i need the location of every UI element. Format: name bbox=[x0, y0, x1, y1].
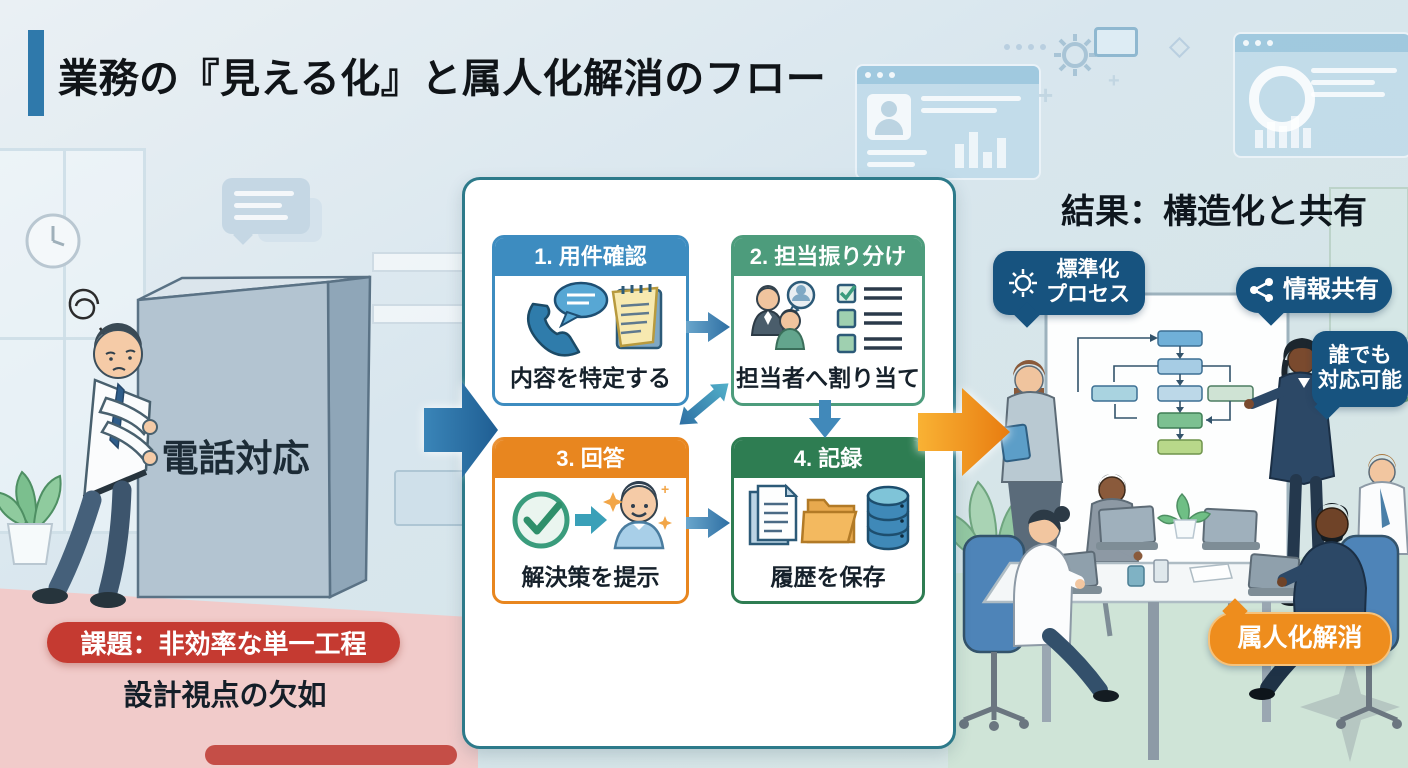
problem-badge-label: 課題：非効率な単一工程 bbox=[80, 629, 367, 659]
rug-edge bbox=[205, 745, 457, 765]
donut-chart-decoration bbox=[1249, 66, 1315, 132]
bubble-standardize-line1: 標準化 bbox=[1056, 258, 1120, 282]
clock-icon bbox=[25, 213, 81, 269]
chat-bubble-decoration bbox=[222, 178, 310, 245]
bubble-anyone: 誰でも 対応可能 bbox=[1312, 331, 1408, 407]
window-decoration bbox=[1329, 187, 1408, 339]
bubble-standardize: 標準化 プロセス bbox=[993, 251, 1145, 315]
phone-icon bbox=[526, 302, 580, 357]
app-window-decoration bbox=[855, 64, 1041, 180]
arrow-step3-to-step4 bbox=[686, 508, 730, 538]
gear-icon bbox=[1009, 269, 1037, 297]
whiteboard-flowchart bbox=[1077, 330, 1254, 455]
watermark-star bbox=[1300, 652, 1400, 762]
step-2-header: 2. 担当振り分け bbox=[734, 238, 922, 276]
diamond-decoration bbox=[1168, 36, 1191, 59]
step-1-caption: 内容を特定する bbox=[510, 365, 671, 391]
checklist-icon bbox=[836, 283, 902, 353]
block-label: 電話対応 bbox=[161, 438, 310, 479]
arrow-step2-step3-bidirectional bbox=[679, 383, 729, 425]
page-title: 業務の『見える化』と属人化解消のフロー bbox=[58, 57, 827, 101]
database-icon bbox=[866, 485, 910, 551]
problem-note: 設計視点の欠如 bbox=[123, 680, 327, 712]
bubble-standardize-line2: プロセス bbox=[1046, 283, 1130, 306]
memo-icon bbox=[611, 283, 662, 349]
speech-bubble-icon bbox=[553, 281, 608, 328]
step-3-header: 3. 回答 bbox=[495, 440, 686, 478]
bubble-resolve: 属人化解消 bbox=[1208, 612, 1392, 666]
document-icon bbox=[748, 483, 799, 546]
bubble-share: 情報共有 bbox=[1236, 267, 1392, 313]
presenter-woman bbox=[1244, 338, 1336, 608]
plant-icon bbox=[0, 470, 62, 565]
step-card-4: 4. 記録 履歴 bbox=[731, 437, 925, 604]
laptop-icon bbox=[1096, 505, 1158, 550]
window-chip-decoration bbox=[1094, 27, 1138, 57]
step-3-caption: 解決策を提示 bbox=[521, 564, 660, 590]
step-4-caption: 履歴を保存 bbox=[770, 564, 886, 590]
smiling-person-icon: + bbox=[602, 480, 672, 550]
paper-icon bbox=[1189, 563, 1233, 583]
monitor-decoration bbox=[394, 470, 468, 526]
folder-icon bbox=[800, 498, 858, 544]
laptop-icon bbox=[1202, 507, 1260, 550]
problem-floor bbox=[0, 588, 478, 768]
arrow-right-icon bbox=[574, 506, 607, 534]
workload-block bbox=[136, 275, 372, 599]
bubble-anyone-line1: 誰でも bbox=[1328, 344, 1392, 368]
step-card-3: 3. 回答 + bbox=[492, 437, 689, 604]
app-window-decoration bbox=[1233, 32, 1408, 158]
pen-cup-icon bbox=[1153, 559, 1169, 583]
woman-with-tablet bbox=[999, 360, 1064, 578]
left-scene bbox=[0, 275, 372, 608]
arrow-step2-to-step4 bbox=[809, 400, 841, 438]
svg-text:+: + bbox=[661, 481, 669, 497]
result-heading: 結果：構造化と共有 bbox=[1061, 193, 1367, 231]
seated-woman-white bbox=[1013, 506, 1119, 702]
step-card-2: 2. 担当振り分け bbox=[731, 235, 925, 406]
plus-decoration: + bbox=[1108, 70, 1120, 92]
step-1-header: 1. 用件確認 bbox=[495, 238, 686, 276]
team-icon bbox=[750, 280, 816, 350]
bubble-resolve-label: 属人化解消 bbox=[1237, 624, 1363, 653]
step-4-header: 4. 記録 bbox=[734, 440, 922, 478]
sparkle-icon bbox=[602, 492, 623, 512]
check-circle-icon bbox=[512, 491, 569, 549]
mug-icon bbox=[1127, 565, 1145, 587]
plus-decoration: + bbox=[1038, 80, 1054, 110]
share-icon bbox=[1250, 278, 1273, 302]
avatar bbox=[867, 94, 911, 140]
problem-badge: 課題：非効率な単一工程 bbox=[47, 622, 400, 663]
table-plant-icon bbox=[1156, 492, 1212, 539]
sparkle-icon bbox=[657, 516, 672, 530]
stressed-worker bbox=[32, 288, 158, 608]
result-arrow bbox=[918, 388, 1010, 476]
bubble-anyone-line2: 対応可能 bbox=[1318, 369, 1402, 392]
gear-decoration-icon bbox=[1054, 34, 1096, 76]
arrow-step1-to-step2 bbox=[686, 312, 730, 342]
step-2-caption: 担当者へ割り当て bbox=[736, 365, 920, 391]
bubble-share-label: 情報共有 bbox=[1283, 275, 1379, 303]
main-flow-arrow bbox=[424, 382, 498, 478]
title-accent-bar bbox=[28, 30, 44, 116]
step-card-1: 1. 用件確認 内容を特定する bbox=[492, 235, 689, 406]
